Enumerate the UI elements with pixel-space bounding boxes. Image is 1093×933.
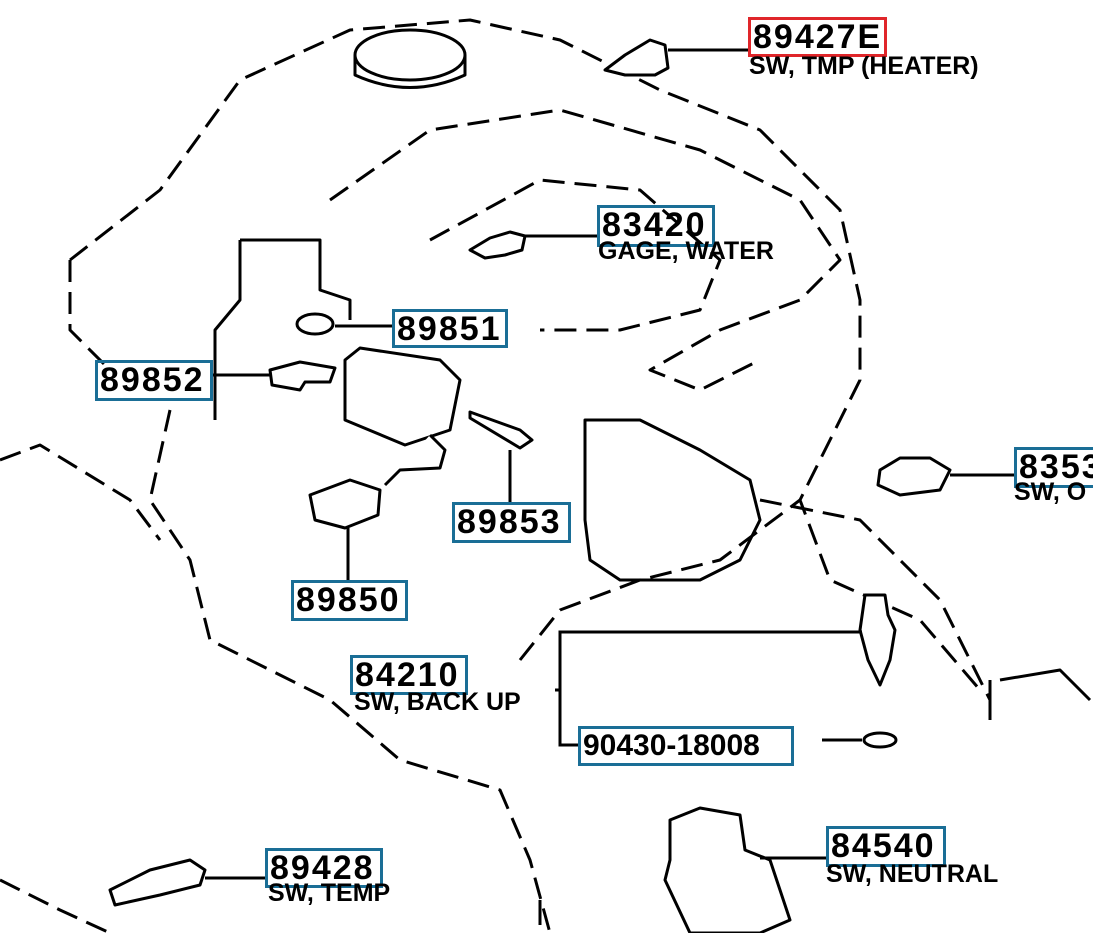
part-number: 89853 bbox=[457, 503, 562, 541]
part-callout-89851[interactable]: 89851 bbox=[392, 309, 508, 348]
part-number: 89850 bbox=[296, 581, 401, 619]
part-number: 84540 bbox=[831, 827, 936, 865]
part-callout-83420[interactable]: 83420 bbox=[597, 205, 715, 247]
part-callout-84540[interactable]: 84540 bbox=[826, 826, 946, 867]
part-callout-90430-18008[interactable]: 90430-18008 bbox=[578, 726, 794, 766]
part-callout-89428[interactable]: 89428 bbox=[265, 848, 383, 888]
part-number: 89427E bbox=[753, 18, 883, 56]
part-number: 89852 bbox=[100, 361, 205, 399]
part-number: 84210 bbox=[355, 656, 460, 694]
part-callout-8353[interactable]: 8353 bbox=[1014, 447, 1093, 488]
part-description: GAGE, WATER bbox=[598, 237, 774, 265]
part-callout-89852[interactable]: 89852 bbox=[95, 360, 213, 401]
part-description: SW, O bbox=[1014, 478, 1087, 506]
part-callout-84210[interactable]: 84210 bbox=[350, 655, 468, 695]
part-description: SW, TMP (HEATER) bbox=[749, 52, 979, 80]
part-number: 89851 bbox=[397, 310, 502, 348]
part-description: SW, TEMP bbox=[268, 879, 391, 907]
part-number: 90430-18008 bbox=[583, 729, 760, 762]
part-callout-89853[interactable]: 89853 bbox=[452, 502, 571, 543]
part-callout-89850[interactable]: 89850 bbox=[291, 580, 408, 621]
part-number: 89428 bbox=[270, 849, 375, 887]
part-number: 8353 bbox=[1019, 448, 1093, 486]
part-description: SW, BACK UP bbox=[354, 688, 521, 716]
part-description: SW, NEUTRAL bbox=[826, 860, 999, 888]
part-callout-89427E[interactable]: 89427E bbox=[748, 17, 887, 57]
part-number: 83420 bbox=[602, 206, 707, 244]
